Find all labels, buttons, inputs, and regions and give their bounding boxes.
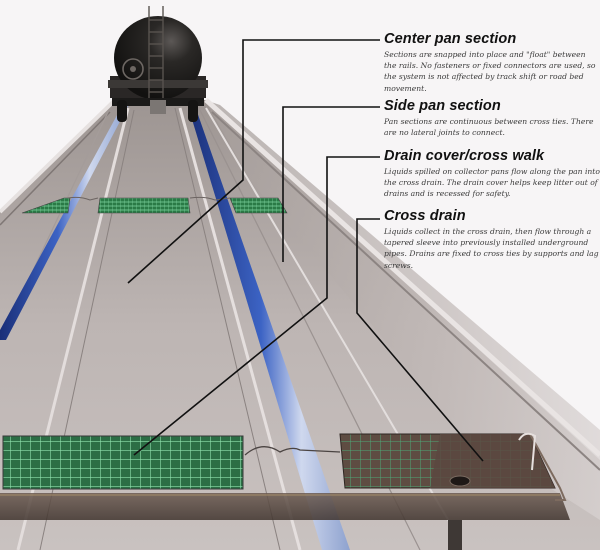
drain-cover-left bbox=[2, 435, 244, 490]
tank-car bbox=[108, 6, 208, 122]
callout-body: Sections are snapped into place and "flo… bbox=[384, 50, 596, 93]
callout-cross-drain: Cross drain Liquids collect in the cross… bbox=[384, 208, 600, 271]
drain-hole bbox=[449, 475, 471, 487]
rail-right bbox=[188, 106, 350, 550]
leader-side-pan bbox=[282, 106, 380, 262]
leader-center-pan bbox=[127, 39, 380, 284]
rails bbox=[0, 106, 350, 550]
callout-body: Liquids spilled on collector pans flow a… bbox=[384, 167, 600, 199]
callout-drain-cover-cross-walk: Drain cover/cross walk Liquids spilled o… bbox=[384, 148, 600, 200]
leader-drain-cover bbox=[133, 156, 380, 456]
side-pan-right bbox=[205, 100, 600, 520]
callout-body: Liquids collect in the cross drain, then… bbox=[384, 227, 599, 270]
callout-center-pan-section: Center pan section Sections are snapped … bbox=[384, 31, 600, 94]
leader-cross-drain bbox=[356, 218, 484, 462]
callout-title: Side pan section bbox=[384, 98, 501, 114]
callout-side-pan-section: Side pan section Pan sections are contin… bbox=[384, 98, 600, 138]
near-cross-drain bbox=[0, 432, 570, 550]
callout-title: Cross drain bbox=[384, 208, 466, 224]
callout-body: Pan sections are continuous between cros… bbox=[384, 117, 594, 138]
callout-title: Drain cover/cross walk bbox=[384, 148, 545, 164]
leader-lines bbox=[127, 39, 484, 462]
far-drain-covers bbox=[21, 196, 288, 214]
drain-support bbox=[448, 520, 462, 550]
rail-left bbox=[0, 106, 128, 340]
callout-title: Center pan section bbox=[384, 31, 517, 47]
